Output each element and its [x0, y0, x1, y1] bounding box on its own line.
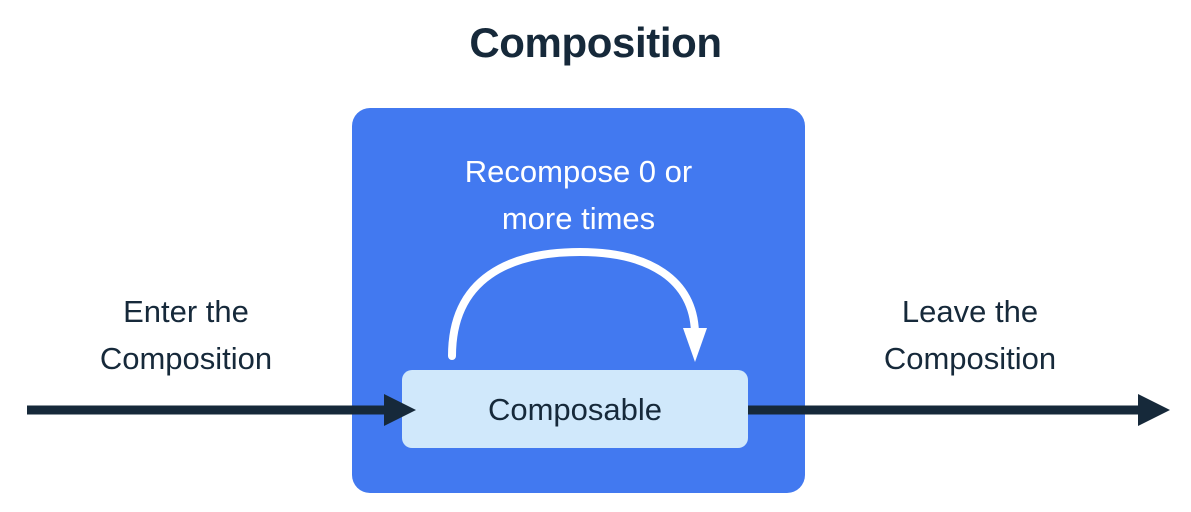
page-title: Composition	[469, 19, 722, 66]
leave-composition-label: Leave the Composition	[883, 294, 1057, 376]
recompose-label: Recompose 0 or more times	[464, 154, 693, 236]
composable-node: Composable	[402, 370, 748, 448]
leave-flow-arrow-icon	[748, 394, 1170, 426]
enter-composition-label: Enter the Composition	[99, 294, 273, 376]
composable-node-label: Composable	[487, 391, 663, 427]
